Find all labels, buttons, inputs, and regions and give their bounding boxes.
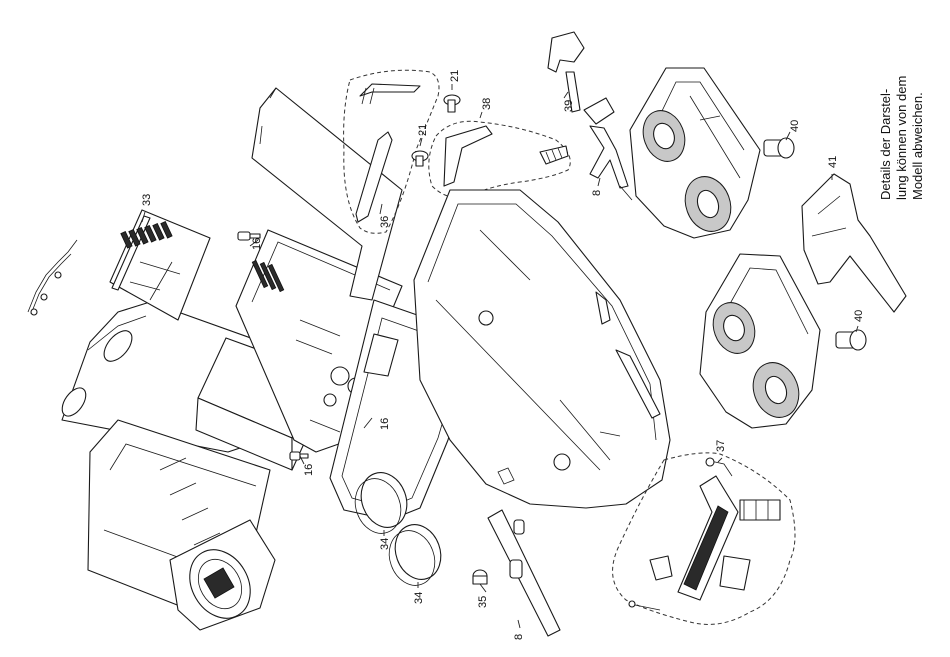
main-chassis-frame (414, 190, 670, 508)
callout-40-upper: 40 (789, 120, 801, 132)
part-35 (473, 570, 487, 584)
disclaimer-note: Details der Darstel- lung können von dem… (868, 10, 950, 210)
part-40-lower (836, 330, 866, 350)
disclaimer-line-1: Details der Darstel- (878, 0, 894, 200)
screw-16-bottom (290, 452, 308, 460)
callout-16-middle: 16 (379, 418, 391, 430)
callout-34-upper: 34 (379, 538, 391, 550)
part-38-group (429, 121, 570, 197)
disclaimer-line-3: Modell abweichen. (910, 0, 926, 200)
circuit-board-33 (110, 210, 210, 320)
callout-36: 36 (379, 216, 391, 228)
part-39 (548, 32, 614, 124)
screw-21-lower (412, 151, 428, 166)
callout-39: 39 (563, 100, 575, 112)
part-40-upper (764, 138, 794, 158)
callout-37: 37 (715, 440, 727, 452)
speaker-34-lower (382, 518, 448, 592)
part-8-coupling-top (590, 126, 632, 200)
callout-41: 41 (827, 156, 839, 168)
callout-8-bottom: 8 (513, 634, 525, 640)
callout-21-top: 21 (449, 70, 461, 82)
callout-40-lower: 40 (853, 310, 865, 322)
callout-8-top: 8 (591, 190, 603, 196)
bogie-upper (630, 68, 760, 238)
screw-21-top (444, 95, 460, 112)
callout-16-bottom: 16 (303, 464, 315, 476)
callout-33: 33 (141, 194, 153, 206)
disclaimer-line-2: lung können von dem (894, 0, 910, 200)
callout-35: 35 (477, 596, 489, 608)
bogie-lower (700, 254, 820, 428)
callout-16-top: 16 (251, 238, 263, 250)
callout-21-lower: 21 (417, 124, 429, 136)
callout-38: 38 (481, 98, 493, 110)
handrail-wire-part (28, 240, 77, 315)
callout-34-lower: 34 (413, 592, 425, 604)
